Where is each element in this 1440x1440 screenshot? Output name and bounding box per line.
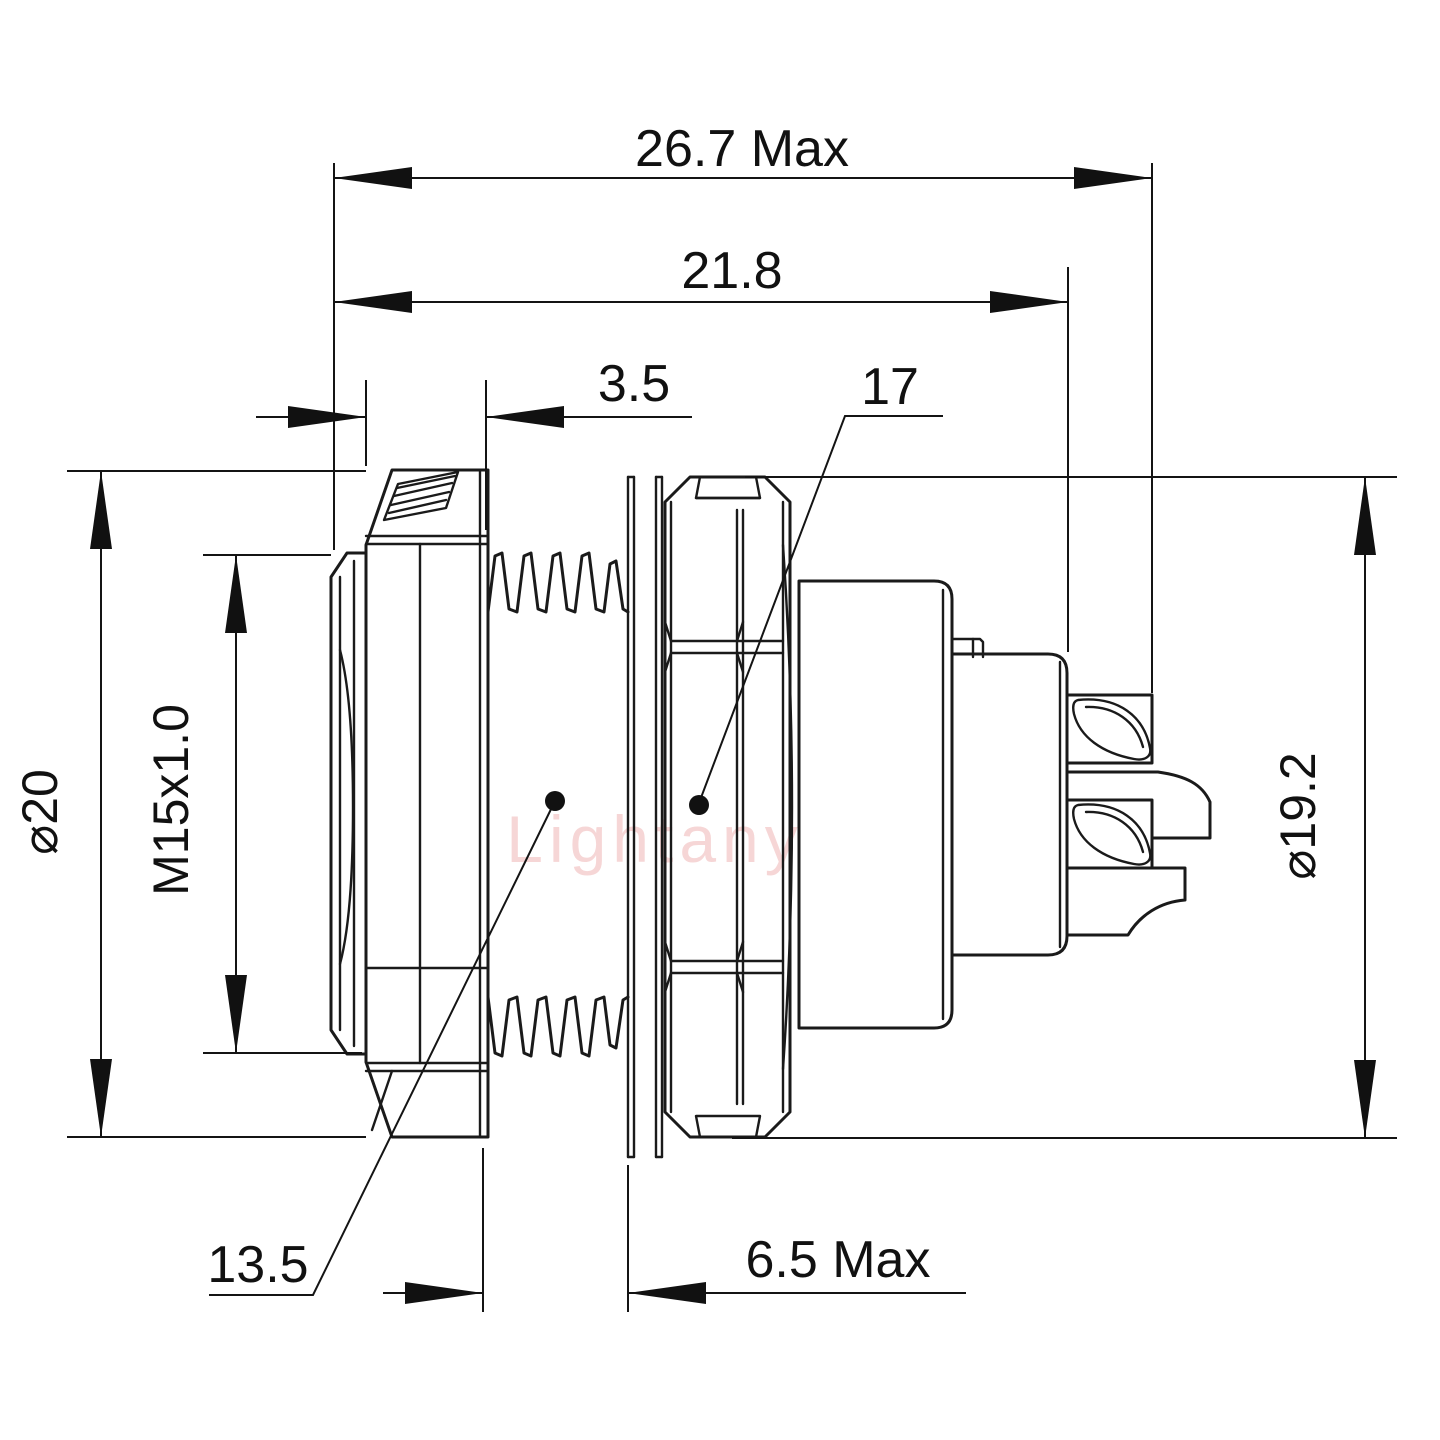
arrowhead-down [1354, 1060, 1376, 1138]
watermark-text: Lightany [506, 802, 804, 876]
arrowhead-left [334, 291, 412, 313]
panel-plate [626, 475, 664, 1159]
hex-nut [663, 475, 794, 1139]
dim-panel-standoff-label: 6.5 Max [746, 1231, 931, 1289]
rear-contacts [1065, 693, 1212, 937]
dim-front-section: 3.5 [256, 355, 692, 530]
arrowhead-right [628, 1282, 706, 1304]
arrowhead-down [225, 975, 247, 1053]
arrowhead-right [990, 291, 1068, 313]
arrowhead-up [225, 555, 247, 633]
arrowhead-right [486, 406, 564, 428]
arrowhead-right [1074, 167, 1152, 189]
thread-barrel [486, 551, 630, 1058]
dim-nut-diameter-label: ⌀19.2 [1270, 752, 1326, 879]
label-hatch-box [382, 470, 460, 522]
dim-hex-flats-label: 17 [861, 358, 919, 416]
dim-panel-standoff: 6.5 Max [383, 1148, 966, 1312]
leader-dot [545, 791, 565, 811]
arrowhead-left [405, 1282, 483, 1304]
arrowhead-down [90, 1059, 112, 1137]
arrowhead-up [90, 471, 112, 549]
arrowhead-left [334, 167, 412, 189]
leader-dot [689, 795, 709, 815]
back-shell [797, 579, 954, 1030]
dim-thread-spec: M15x1.0 [143, 554, 362, 1054]
arrowhead-left [288, 406, 366, 428]
dim-nut-diameter: ⌀19.2 [732, 476, 1397, 1139]
dim-front-diameter-label: ⌀20 [12, 769, 68, 855]
dim-body-length: 21.8 [334, 242, 1069, 652]
front-shell-body [364, 468, 490, 1139]
dim-thread-spec-label: M15x1.0 [143, 704, 199, 896]
leader-hex-flats: 17 [689, 358, 943, 815]
dim-front-diameter: ⌀20 [12, 470, 366, 1138]
leader-thread-length: 13.5 [207, 791, 565, 1296]
dim-overall-length-label: 26.7 Max [635, 120, 849, 178]
dim-body-length-label: 21.8 [681, 242, 782, 300]
dim-front-section-label: 3.5 [598, 355, 670, 413]
arrowhead-up [1354, 477, 1376, 555]
dim-thread-length-label: 13.5 [207, 1236, 308, 1294]
dim-overall-length: 26.7 Max [333, 120, 1153, 693]
